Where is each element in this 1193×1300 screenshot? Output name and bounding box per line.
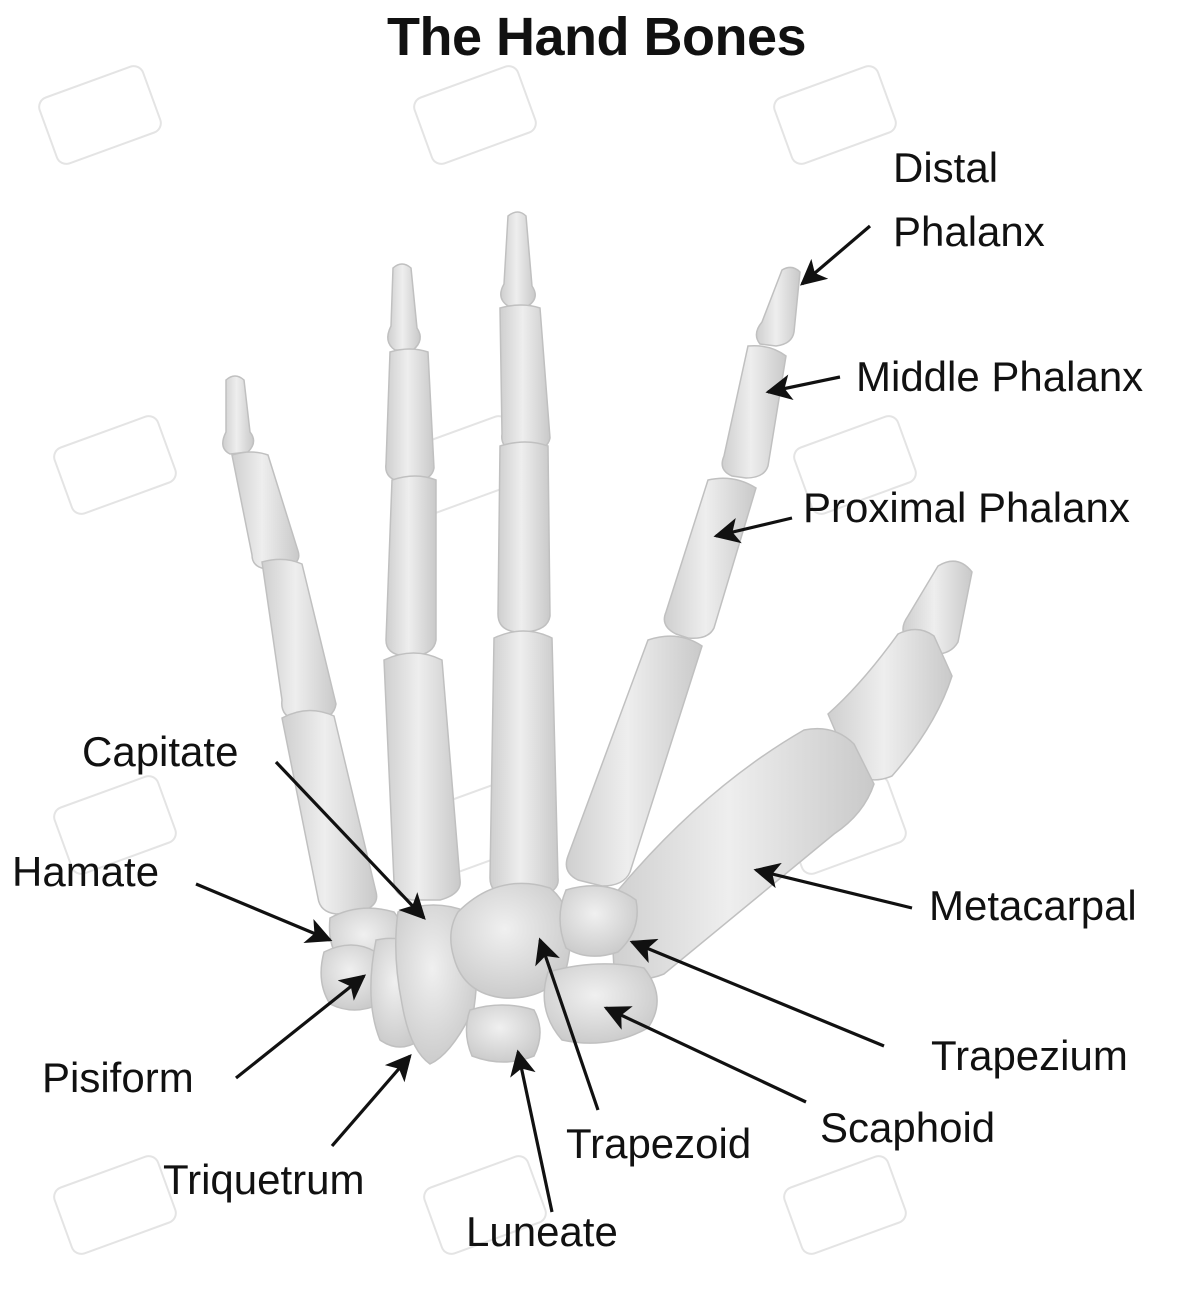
label-hamate: Hamate: [12, 848, 160, 895]
arrow-metacarpal: [753, 862, 913, 910]
label-capitate: Capitate: [82, 728, 239, 775]
arrow-pisiform: [235, 974, 367, 1080]
label-proximal-phalanx: Proximal Phalanx: [803, 484, 1130, 531]
arrow-distal-phalanx: [800, 224, 872, 286]
arrow-middle-phalanx: [765, 374, 841, 400]
trapezium-bone: [559, 885, 638, 957]
label-trapezium: Trapezium: [931, 1032, 1128, 1079]
diagram-title: The Hand Bones: [386, 7, 807, 67]
pointer-arrows: [195, 224, 913, 1213]
arrow-hamate: [195, 882, 333, 943]
ring-finger-bones: [383, 263, 461, 901]
label-distal-phalanx-line2: Phalanx: [893, 208, 1045, 255]
arrow-scaphoid: [603, 1006, 807, 1104]
label-trapezoid: Trapezoid: [566, 1120, 752, 1167]
label-metacarpal: Metacarpal: [929, 882, 1137, 929]
label-triquetrum: Triquetrum: [163, 1156, 365, 1203]
little-finger-bones: [222, 375, 378, 915]
label-scaphoid: Scaphoid: [820, 1104, 996, 1151]
arrow-proximal-phalanx: [713, 516, 793, 544]
arrow-trapezoid: [535, 937, 600, 1111]
label-luneate: Luneate: [466, 1208, 618, 1255]
hand-skeleton: [222, 211, 973, 1065]
lunate-bone: [465, 1004, 541, 1063]
arrow-trapezium: [629, 938, 885, 1048]
arrow-capitate: [274, 760, 426, 920]
thumb-bones: [609, 560, 973, 980]
arrow-triquetrum: [330, 1054, 412, 1148]
label-middle-phalanx: Middle Phalanx: [856, 353, 1144, 400]
label-pisiform: Pisiform: [42, 1054, 194, 1101]
label-distal-phalanx-line1: Distal: [893, 144, 999, 191]
middle-finger-bones: [489, 211, 559, 899]
carpal-bones: [320, 882, 658, 1065]
arrow-luneate: [510, 1049, 554, 1213]
